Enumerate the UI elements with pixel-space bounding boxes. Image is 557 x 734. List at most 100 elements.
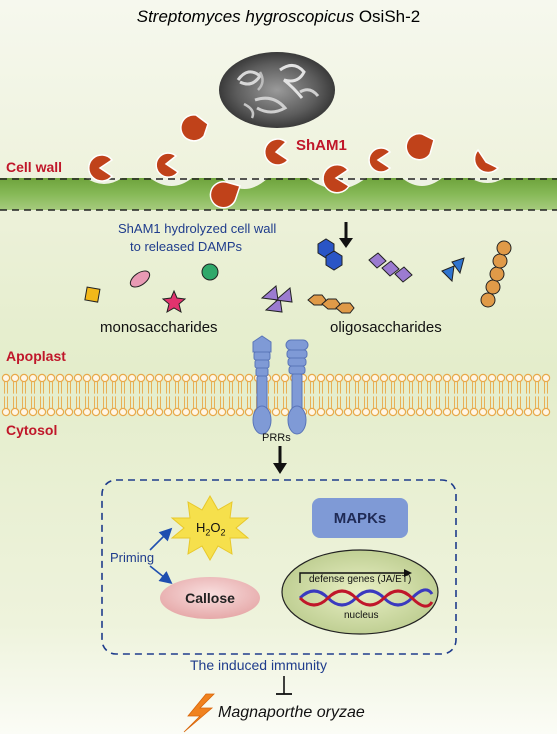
oligosaccharides-label: oligosaccharides <box>330 319 442 336</box>
pathogen-label: Magnaporthe oryzae <box>218 704 365 721</box>
lipid-tail <box>13 396 17 409</box>
lipid-head <box>19 407 29 417</box>
lipid-head <box>55 373 65 383</box>
lipid-tail <box>148 396 152 409</box>
lipid-tail <box>544 381 548 394</box>
lipid-tail <box>4 396 8 409</box>
lipid-head <box>397 407 407 417</box>
lipid-tail <box>445 396 449 409</box>
lipid-tail <box>139 381 143 394</box>
lipid-tail <box>229 381 233 394</box>
lipid-tail <box>85 396 89 409</box>
h2o2-h: H <box>196 520 206 535</box>
lipid-tail <box>49 381 53 394</box>
oligosaccharide-shapes <box>260 238 512 314</box>
lipid-tail <box>58 381 62 394</box>
lipid-head <box>514 407 524 417</box>
lipid-head <box>451 407 461 417</box>
lipid-tail <box>184 381 188 394</box>
lipid-head <box>244 373 254 383</box>
lipid-tail <box>490 396 494 409</box>
lipid-head <box>199 373 209 383</box>
lipid-head <box>190 407 200 417</box>
lipid-tail <box>94 396 98 409</box>
hydrolysis-text-line1: ShAM1 hydrolyzed cell wall <box>118 221 277 236</box>
lipid-tail <box>436 396 440 409</box>
lipid-tail <box>346 396 350 409</box>
lipid-head <box>91 407 101 417</box>
lipid-tail <box>508 396 512 409</box>
lipid-head <box>487 373 497 383</box>
lipid-tail <box>22 396 26 409</box>
lipid-head <box>379 373 389 383</box>
lipid-head <box>442 373 452 383</box>
lipid-head <box>406 373 416 383</box>
lipid-tail <box>193 381 197 394</box>
lipid-tail <box>391 396 395 409</box>
diamond-chain-icon <box>368 252 413 283</box>
lipid-tail <box>373 396 377 409</box>
lipid-head <box>334 373 344 383</box>
induced-immunity-label: The induced immunity <box>190 657 327 673</box>
hexagon-row-icon <box>307 294 355 314</box>
streptomyces-sem-image <box>219 52 335 128</box>
lipid-head <box>217 407 227 417</box>
lightning-icon <box>183 693 215 733</box>
lipid-tail <box>427 381 431 394</box>
lipid-head <box>379 407 389 417</box>
lipid-tail <box>418 381 422 394</box>
oval-sugar-icon <box>129 270 151 288</box>
lipid-head <box>415 407 425 417</box>
lipid-tail <box>211 381 215 394</box>
lipid-tail <box>337 381 341 394</box>
lipid-head <box>46 407 56 417</box>
lipid-head <box>100 373 110 383</box>
lipid-tail <box>310 396 314 409</box>
lipid-tail <box>247 396 251 409</box>
lipid-head <box>451 373 461 383</box>
prr-receptor-left <box>252 335 272 435</box>
inhibition-bar <box>276 676 292 695</box>
bead-chain-icon <box>480 240 512 308</box>
lipid-tail <box>409 381 413 394</box>
lipid-head <box>181 373 191 383</box>
lipid-head <box>118 407 128 417</box>
lipid-head <box>82 407 92 417</box>
mapks-label: MAPKs <box>333 510 387 527</box>
prrs-label: PRRs <box>262 432 291 444</box>
priming-label: Priming <box>110 550 155 565</box>
lipid-head <box>424 373 434 383</box>
lipid-head <box>109 407 119 417</box>
lipid-head <box>415 373 425 383</box>
lipid-head <box>136 407 146 417</box>
lipid-head <box>523 407 533 417</box>
sham1-label: ShAM1 <box>296 137 347 154</box>
lipid-head <box>28 407 38 417</box>
lipid-head <box>397 373 407 383</box>
hydrolysis-arrow <box>339 222 353 248</box>
hexagon-chain-icon <box>317 238 343 271</box>
lipid-head <box>361 407 371 417</box>
lipid-head <box>271 407 281 417</box>
sham1-enzyme <box>180 114 209 142</box>
lipid-tail <box>112 381 116 394</box>
lipid-tail <box>499 396 503 409</box>
lipid-head <box>208 407 218 417</box>
lipid-head <box>10 407 20 417</box>
lipid-tail <box>67 381 71 394</box>
lipid-head <box>181 407 191 417</box>
lipid-head <box>325 407 335 417</box>
lipid-tail <box>58 396 62 409</box>
lipid-tail <box>67 396 71 409</box>
lipid-head <box>118 373 128 383</box>
lipid-tail <box>409 396 413 409</box>
lipid-tail <box>427 396 431 409</box>
lipid-head <box>487 407 497 417</box>
lipid-tail <box>94 381 98 394</box>
lipid-head <box>1 373 11 383</box>
lipid-tail <box>76 396 80 409</box>
lipid-head <box>352 407 362 417</box>
lipid-head <box>55 407 65 417</box>
